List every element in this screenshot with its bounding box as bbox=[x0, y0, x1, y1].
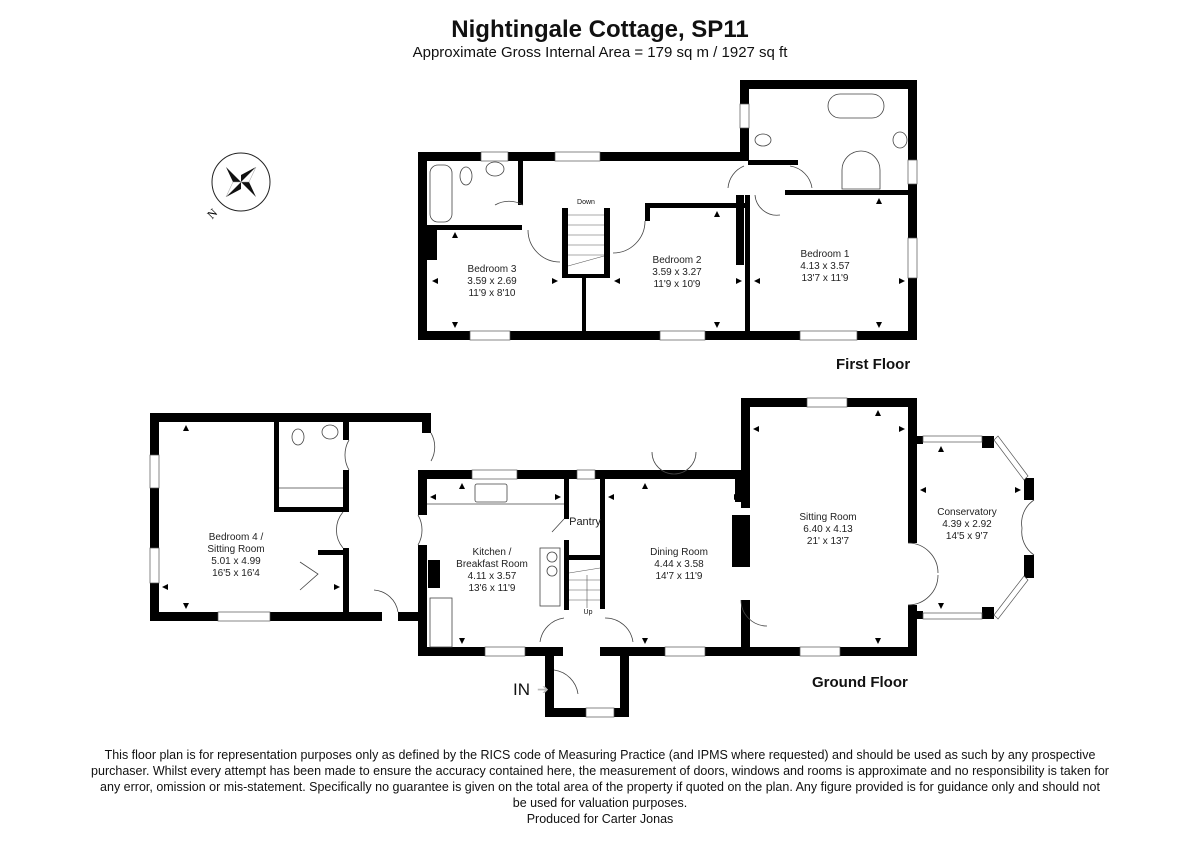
room-name-2: Sitting Room bbox=[207, 544, 265, 555]
room-kitchen: Kitchen / Breakfast Room 4.11 x 3.57 13'… bbox=[456, 547, 528, 595]
ground-floor-label: Ground Floor bbox=[812, 674, 908, 691]
room-bedroom-2: Bedroom 2 3.59 x 3.27 11'9 x 10'9 bbox=[652, 255, 701, 291]
room-metric: 4.39 x 2.92 bbox=[942, 519, 992, 530]
room-imperial: 11'9 x 10'9 bbox=[653, 279, 701, 290]
room-name: Bedroom 1 bbox=[800, 249, 850, 260]
room-metric: 3.59 x 3.27 bbox=[652, 267, 702, 278]
produced-for: Produced for Carter Jonas bbox=[526, 812, 674, 826]
room-name: Conservatory bbox=[937, 507, 997, 518]
room-metric: 6.40 x 4.13 bbox=[803, 524, 853, 535]
room-imperial: 14'5 x 9'7 bbox=[945, 531, 989, 542]
room-name: Bedroom 2 bbox=[652, 255, 702, 266]
disclaimer-line: be used for valuation purposes. bbox=[512, 796, 688, 810]
room-name: Bedroom 3 bbox=[467, 264, 517, 275]
ground-floor-windows bbox=[149, 397, 1029, 718]
entrance-label: IN bbox=[513, 680, 530, 699]
gross-area: Approximate Gross Internal Area = 179 sq… bbox=[412, 44, 788, 61]
room-metric: 5.01 x 4.99 bbox=[211, 556, 261, 567]
room-name-2: Breakfast Room bbox=[456, 559, 528, 570]
room-imperial: 13'6 x 11'9 bbox=[468, 583, 516, 594]
room-imperial: 21' x 13'7 bbox=[806, 536, 850, 547]
ground-floor-fixtures bbox=[279, 424, 1035, 695]
room-name: Bedroom 4 / bbox=[208, 532, 264, 543]
first-floor-stairs bbox=[567, 214, 605, 267]
first-floor-label: First Floor bbox=[836, 356, 911, 373]
ground-floor-stairs bbox=[568, 567, 601, 608]
room-metric: 4.13 x 3.57 bbox=[800, 261, 850, 272]
room-bedroom-3: Bedroom 3 3.59 x 2.69 11'9 x 8'10 bbox=[467, 264, 516, 300]
disclaimer-line: purchaser. Whilst every attempt has been… bbox=[91, 764, 1109, 778]
room-metric: 4.11 x 3.57 bbox=[467, 571, 517, 582]
room-conservatory: Conservatory 4.39 x 2.92 14'5 x 9'7 bbox=[937, 507, 996, 543]
room-dining-room: Dining Room 4.44 x 3.58 14'7 x 11'9 bbox=[650, 547, 708, 583]
room-name: Dining Room bbox=[650, 547, 708, 558]
first-floor-walls bbox=[418, 80, 917, 340]
svg-text:N: N bbox=[204, 206, 220, 222]
disclaimer-line: any error, omission or mis-statement. Sp… bbox=[100, 780, 1100, 794]
room-pantry: Pantry bbox=[569, 516, 601, 528]
room-bedroom-1: Bedroom 1 4.13 x 3.57 13'7 x 11'9 bbox=[800, 249, 849, 285]
disclaimer-line: This floor plan is for representation pu… bbox=[104, 748, 1096, 762]
bathroom-fixtures bbox=[429, 93, 908, 263]
room-imperial: 13'7 x 11'9 bbox=[801, 273, 849, 284]
room-metric: 4.44 x 3.58 bbox=[654, 559, 704, 570]
room-metric: 3.59 x 2.69 bbox=[467, 276, 517, 287]
disclaimer: This floor plan is for representation pu… bbox=[60, 747, 1140, 827]
stairs-down-label: Down bbox=[577, 199, 595, 206]
room-name: Sitting Room bbox=[799, 512, 857, 523]
entrance-arrow-icon: ➔ bbox=[537, 681, 549, 697]
room-imperial: 14'7 x 11'9 bbox=[655, 571, 703, 582]
room-name: Kitchen / bbox=[472, 547, 512, 558]
room-bedroom-4: Bedroom 4 / Sitting Room 5.01 x 4.99 16'… bbox=[207, 532, 264, 580]
plan-title: Nightingale Cottage, SP11 bbox=[451, 16, 749, 43]
room-sitting-room: Sitting Room 6.40 x 4.13 21' x 13'7 bbox=[799, 512, 856, 548]
room-imperial: 11'9 x 8'10 bbox=[468, 288, 516, 299]
ground-floor-walls bbox=[150, 398, 1034, 717]
dimension-arrows bbox=[162, 198, 1021, 644]
first-floor-windows bbox=[469, 103, 918, 341]
stairs-up-label: Up bbox=[583, 609, 593, 616]
room-imperial: 16'5 x 16'4 bbox=[212, 568, 260, 579]
compass-rose-icon: N bbox=[204, 152, 271, 222]
